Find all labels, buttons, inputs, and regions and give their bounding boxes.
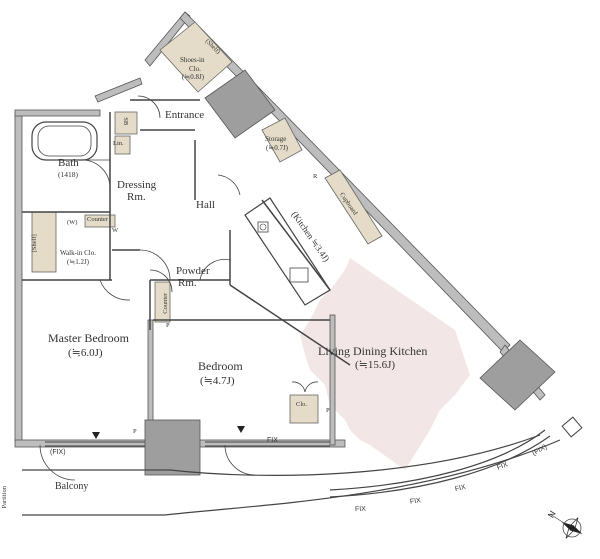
- pipe-label-3: P: [326, 407, 330, 414]
- doors: [39, 95, 319, 481]
- shoebox-label: SB: [122, 117, 130, 126]
- storage-label: Storage: [265, 135, 287, 143]
- closet-label: Clo.: [296, 401, 308, 408]
- fix-label-2: FIX: [267, 437, 278, 444]
- shoes-label-2: Clo.: [189, 65, 201, 73]
- bath-size-label: (1418): [58, 170, 78, 179]
- duct-top: [204, 69, 276, 139]
- exterior-fixture: [561, 416, 583, 438]
- balcony-rail: [22, 429, 561, 516]
- ldk-area-label: (≒15.6J): [355, 359, 396, 371]
- counter-label: Counter: [87, 216, 108, 223]
- storage-area: (≒0.7J): [266, 144, 289, 152]
- pipe-label-1: P: [166, 322, 170, 329]
- counter2-label: Counter: [162, 292, 170, 314]
- compass-icon: [549, 513, 583, 539]
- interior-walls: [22, 99, 351, 366]
- powder-label-2: Rm.: [178, 277, 197, 289]
- bathtub: [31, 121, 98, 161]
- fix-label-1: (FIX): [50, 449, 66, 456]
- powder-label: Powder: [176, 265, 210, 277]
- linen-label: Lin.: [113, 140, 124, 147]
- fix-label-4: FIX: [409, 497, 422, 506]
- master-bedroom-label: Master Bedroom: [48, 331, 129, 345]
- kitchen-counter: [244, 197, 331, 306]
- balcony-label: Balcony: [55, 481, 89, 492]
- dressing-label: Dressing: [117, 179, 157, 191]
- duct-bottom: [144, 419, 201, 476]
- washer-label: W: [112, 227, 119, 234]
- entry-arrow-1: [92, 432, 100, 439]
- shoes-label: Shoes-in: [180, 56, 205, 64]
- entrance-label: Entrance: [165, 109, 205, 121]
- walkin-label: Walk-in Clo.: [60, 249, 96, 257]
- bedroom-area: (≒4.7J): [200, 375, 235, 387]
- entry-arrow-2: [237, 426, 245, 433]
- partition-label: Partition: [0, 486, 8, 509]
- duct-right: [479, 339, 556, 411]
- bedroom-label: Bedroom: [198, 359, 243, 373]
- pipe-label-2: P: [133, 428, 137, 435]
- walkin-shelf-label: [Shelf]: [30, 234, 38, 253]
- fridge-label: R: [313, 173, 318, 180]
- bath-label: Bath: [58, 157, 79, 169]
- ldk-label: Living Dining Kitchen: [318, 344, 428, 358]
- walkin-w-label: (W): [67, 219, 78, 226]
- shoes-area: (≒0.8J): [182, 73, 205, 81]
- fix-label-3: FIX: [354, 505, 367, 514]
- walkin-area: (≒1.2J): [67, 258, 90, 266]
- dressing-label-2: Rm.: [127, 191, 146, 203]
- master-bedroom-area: (≒6.0J): [68, 347, 103, 359]
- hall-label: Hall: [196, 199, 215, 211]
- outer-walls: [14, 11, 546, 448]
- closets: [31, 21, 383, 424]
- ldk-area: [300, 258, 470, 470]
- windows: [45, 441, 330, 447]
